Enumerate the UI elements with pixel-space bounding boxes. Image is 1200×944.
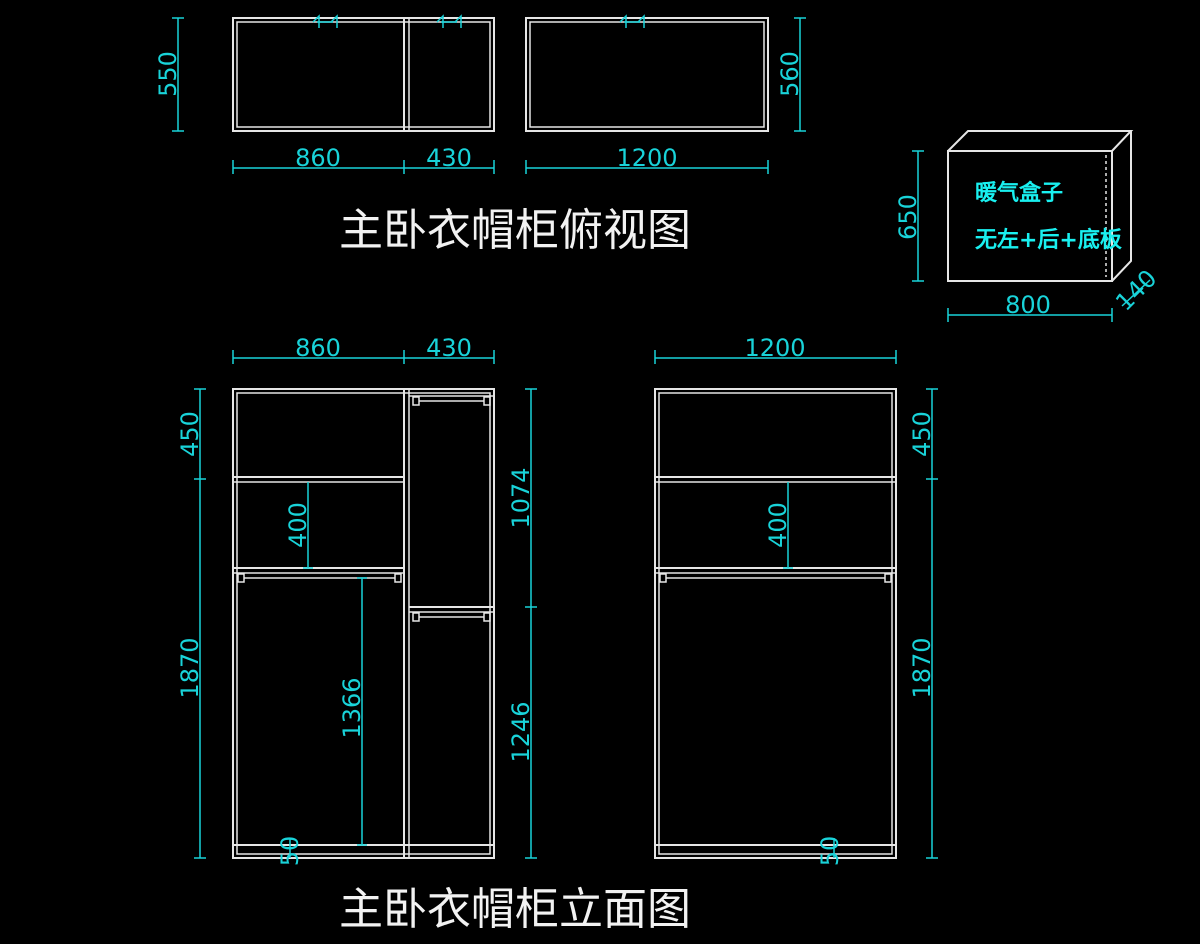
dim-elev-860: 860 bbox=[295, 334, 341, 362]
radiator-note-line1: 暖气盒子 bbox=[975, 180, 1063, 206]
dim-box-height: 650 bbox=[894, 194, 922, 240]
right-elevation-inner bbox=[658, 392, 893, 855]
rail-bracket bbox=[483, 612, 491, 622]
top-view-right-outline bbox=[525, 17, 769, 132]
title-top-view: 主卧衣帽柜俯视图 bbox=[339, 205, 691, 256]
title-elevation: 主卧衣帽柜立面图 bbox=[339, 884, 691, 935]
dim-top-right-depth: 560 bbox=[776, 51, 804, 97]
dim-box-width: 800 bbox=[1005, 291, 1051, 319]
radiator-box-front bbox=[947, 150, 1113, 282]
top-view-left-inner bbox=[236, 21, 491, 128]
right-elevation: 1200 400 50 450 1870 bbox=[654, 334, 938, 867]
rail-bracket bbox=[659, 573, 667, 583]
dim-top-1200: 1200 bbox=[616, 144, 677, 172]
top-view-left-outline bbox=[232, 17, 495, 132]
hanger-mark-icon bbox=[619, 14, 645, 28]
dim-right-inner-400: 400 bbox=[764, 502, 792, 548]
top-view-right-inner bbox=[529, 21, 765, 128]
left-elevation-outline bbox=[232, 388, 495, 859]
rail-bracket bbox=[412, 396, 420, 406]
dim-mid-1074: 1074 bbox=[507, 467, 535, 528]
rail-bracket bbox=[483, 396, 491, 406]
dim-line bbox=[1121, 279, 1151, 307]
hanger-mark-icon bbox=[312, 14, 338, 28]
hanger-mark-icon bbox=[436, 14, 462, 28]
rail-bracket bbox=[237, 573, 245, 583]
rail-bracket bbox=[412, 612, 420, 622]
dim-right-1870: 1870 bbox=[908, 637, 936, 698]
dim-right-450: 450 bbox=[908, 411, 936, 457]
dim-inner-50-left: 50 bbox=[276, 836, 304, 867]
radiator-box-top bbox=[947, 130, 1134, 152]
radiator-box-side bbox=[1111, 131, 1132, 282]
dim-right-inner-50: 50 bbox=[816, 836, 844, 867]
rail-bracket bbox=[394, 573, 402, 583]
dim-left-450: 450 bbox=[176, 411, 204, 457]
left-elevation: 860 430 450 1870 400 1366 50 1074 1246 bbox=[176, 334, 537, 866]
dim-elev-430: 430 bbox=[426, 334, 472, 362]
radiator-note-line2: 无左+后+底板 bbox=[975, 227, 1123, 253]
top-view: 550 560 860 430 1200 主卧衣帽柜俯视图 bbox=[154, 14, 806, 256]
rail-bracket bbox=[884, 573, 892, 583]
dim-inner-400-left: 400 bbox=[284, 502, 312, 548]
dim-top-430: 430 bbox=[426, 144, 472, 172]
dim-inner-1366: 1366 bbox=[338, 677, 366, 738]
dim-elev-1200: 1200 bbox=[744, 334, 805, 362]
dim-top-860: 860 bbox=[295, 144, 341, 172]
dim-left-1870: 1870 bbox=[176, 637, 204, 698]
left-elevation-inner bbox=[236, 392, 491, 855]
dim-top-left-depth: 550 bbox=[154, 51, 182, 97]
dim-box-depth: 140 bbox=[1110, 264, 1162, 316]
radiator-box: 暖气盒子 无左+后+底板 650 800 140 bbox=[894, 130, 1162, 322]
dim-mid-1246: 1246 bbox=[507, 701, 535, 762]
right-elevation-outline bbox=[654, 388, 897, 859]
